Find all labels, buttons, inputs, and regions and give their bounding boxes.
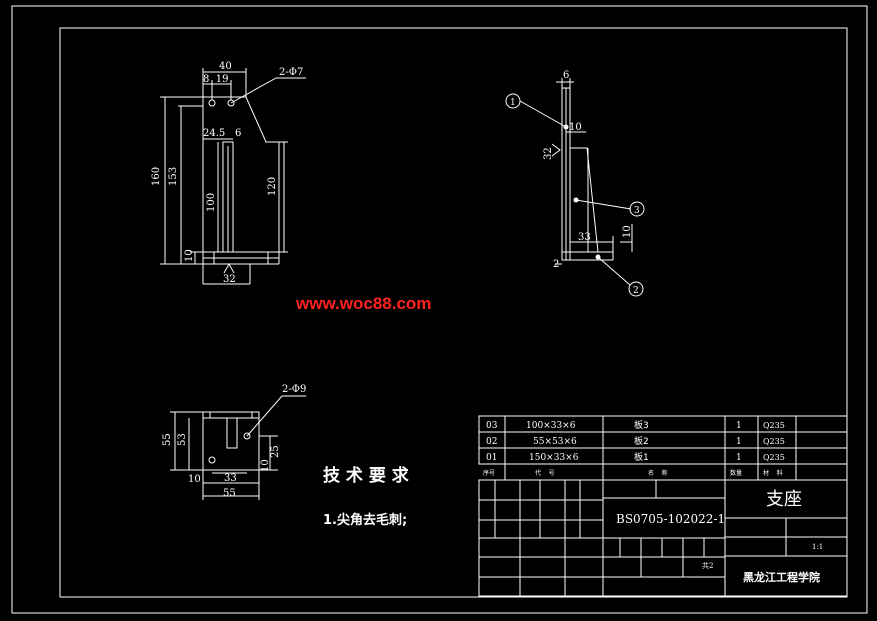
bom-row-name: 板1 [634, 451, 649, 463]
bom-row-name: 板2 [634, 435, 649, 447]
balloon-1 [505, 93, 521, 109]
bv-dim-25: 25 [270, 445, 281, 458]
bom-row-no: 03 [486, 421, 498, 431]
tech-req-title: 技 术 要 求 [323, 465, 409, 486]
scale-value: 1:1 [812, 543, 823, 551]
bv-dim-hole-label: 2-Φ9 [282, 384, 306, 395]
fv-dim-height: 160 [151, 167, 162, 186]
bom-row-mat: Q235 [763, 453, 785, 462]
sv-dim-hole: 10 [569, 122, 582, 133]
fv-dim-offsets: 8 19 [203, 74, 228, 85]
part-name: 支座 [766, 489, 802, 510]
sv-dim-33: 33 [578, 232, 591, 243]
bom-header-mat: 材 料 [763, 469, 783, 477]
fv-dim-width: 40 [219, 61, 232, 72]
sheet-count: 共2 [702, 561, 713, 570]
front-view: 40 8 19 2-Φ7 24.5 6 160 153 100 120 10 3… [151, 61, 306, 285]
sv-dim-top: 6 [563, 70, 569, 81]
bottom-view: 2-Φ9 55 53 25 10 10 33 55 [162, 384, 306, 500]
balloon-1-label: 1 [510, 98, 516, 108]
bom-row-no: 02 [486, 437, 497, 447]
bv-dim-33: 33 [224, 473, 237, 484]
bom-row-spec: 100×33×6 [526, 421, 576, 431]
bom-row-qty: 1 [736, 453, 742, 463]
fv-dim-height-inner: 153 [168, 167, 179, 186]
balloon-3 [629, 201, 645, 217]
fv-dim-right-height: 120 [267, 177, 278, 196]
bv-dim-10-l: 10 [188, 474, 201, 485]
sv-dim-32: 32 [543, 147, 554, 160]
bom-row-mat: Q235 [763, 421, 785, 430]
bom-row-no: 01 [486, 453, 497, 463]
fv-dim-bottom: 10 [184, 249, 195, 262]
outer-border [11, 5, 868, 614]
bom-header-name: 名 称 [648, 469, 668, 477]
title-block [478, 479, 848, 597]
drawing-number: BS0705-102022-1 [616, 512, 725, 526]
inner-border [59, 27, 848, 598]
fv-dim-slot-w: 6 [235, 128, 241, 139]
bom-header-qty: 数量 [730, 469, 742, 477]
bom-header-spec: 代 号 [535, 469, 555, 477]
bom-row-qty: 1 [736, 437, 742, 447]
bv-dim-53-v: 53 [177, 433, 188, 446]
bv-dim-55-h: 55 [223, 488, 236, 499]
bv-dim-10-r: 10 [260, 459, 271, 472]
bom-rows: 03 100×33×6 板3 1 Q235 02 55×53×6 板2 1 Q2… [483, 419, 785, 477]
tech-req-item1: 1.尖角去毛刺; [323, 512, 407, 528]
bom-row-spec: 150×33×6 [529, 453, 579, 463]
fv-dim-base-w: 32 [223, 274, 236, 285]
bom-row-name: 板3 [634, 419, 649, 431]
sv-dim-2: 2 [553, 259, 559, 270]
bom-header-no: 序号 [483, 469, 495, 477]
school-name: 黑龙江工程学院 [743, 570, 820, 584]
fv-dim-hole-label: 2-Φ7 [279, 67, 303, 78]
bom-row-mat: Q235 [763, 437, 785, 446]
bv-hole-left [208, 456, 216, 464]
bv-hole-right [243, 432, 251, 440]
balloon-3-label: 3 [634, 206, 640, 216]
bom-row-qty: 1 [736, 421, 742, 431]
fv-dim-slot-pos: 24.5 [203, 128, 225, 139]
balloon-2 [628, 281, 644, 297]
bv-dim-55-v: 55 [162, 433, 173, 446]
fv-dim-slot-len: 100 [206, 193, 217, 212]
bom-row-spec: 55×53×6 [533, 437, 577, 447]
balloon-2-label: 2 [633, 286, 639, 296]
watermark: www.woc88.com [295, 294, 431, 313]
side-view: 6 10 32 33 10 2 1 3 2 [505, 70, 645, 297]
sv-dim-10: 10 [622, 225, 633, 238]
hole-left [208, 99, 216, 107]
